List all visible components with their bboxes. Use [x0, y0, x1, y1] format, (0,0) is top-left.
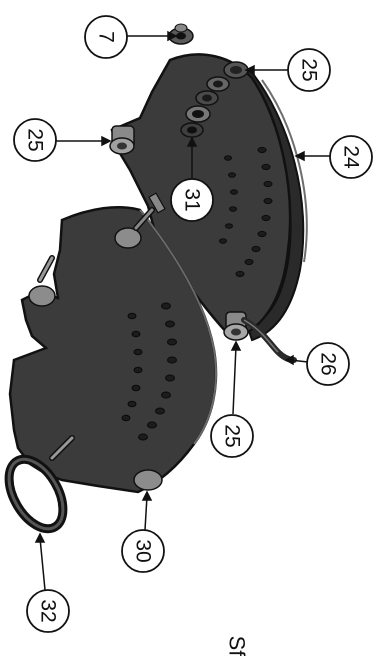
rivet-bottom	[133, 469, 163, 491]
callout-32-label: 32	[37, 599, 60, 622]
callout-31-label: 31	[181, 188, 204, 211]
rivet-left	[28, 285, 56, 307]
callout-7-label: 7	[95, 31, 118, 43]
callout-25-left: 25	[13, 118, 57, 162]
callout-26: 26	[306, 342, 350, 386]
bushing-left	[109, 125, 135, 155]
leader-lines	[34, 30, 331, 591]
callout-31: 31	[170, 178, 214, 222]
callout-25-left-label: 25	[24, 128, 47, 151]
callout-25-bottom: 25	[210, 414, 254, 458]
callout-30-label: 30	[132, 539, 155, 562]
callout-24: 24	[329, 135, 373, 179]
callout-25-top-right: 25	[287, 48, 331, 92]
callout-24-label: 24	[340, 145, 363, 169]
callout-7: 7	[84, 15, 128, 59]
front-plate-hole-row	[121, 302, 177, 441]
rear-plate-hole-row	[219, 146, 273, 278]
bushing-bottom	[223, 311, 249, 341]
front-plate-part	[8, 205, 218, 494]
handle-ring-part	[4, 454, 68, 534]
nut-part	[168, 23, 194, 45]
callout-30: 30	[121, 529, 165, 573]
spacer-stack	[180, 61, 249, 138]
callout-25-top-right-label: 25	[298, 58, 321, 81]
callout-26-label: 26	[317, 352, 340, 375]
callout-25-bottom-label: 25	[221, 424, 244, 447]
corner-text: Sf	[225, 636, 250, 656]
rivet-top	[114, 227, 142, 249]
callout-32: 32	[26, 589, 70, 633]
